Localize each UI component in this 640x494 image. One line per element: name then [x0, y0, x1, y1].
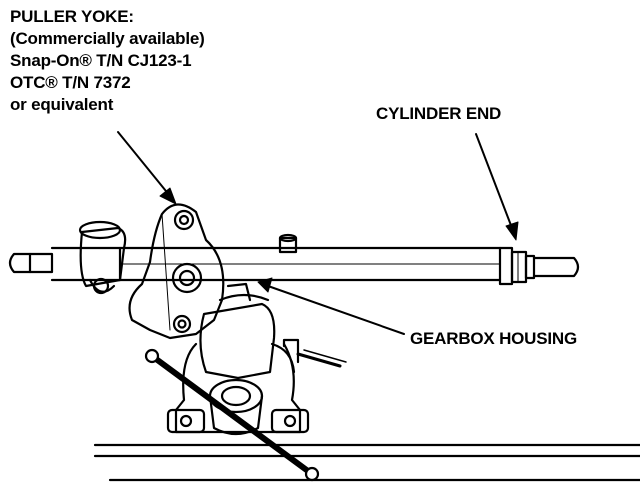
puller-yoke-line3: Snap-On® T/N CJ123-1 — [10, 51, 192, 70]
puller-yoke-line4: OTC® T/N 7372 — [10, 73, 131, 92]
rack-tube — [50, 246, 580, 286]
rack-end-fitting — [78, 220, 127, 295]
puller-yoke-line2: (Commercially available) — [10, 29, 205, 48]
puller-yoke — [128, 203, 225, 340]
tube-fitting — [278, 233, 298, 254]
leader-lines — [117, 131, 519, 335]
puller-yoke-line1: PULLER YOKE: — [10, 7, 134, 26]
gearbox-housing — [199, 282, 276, 380]
bench-surface — [93, 443, 640, 482]
cylinder-end-label: CYLINDER END — [376, 104, 502, 123]
bench-vise — [144, 338, 347, 482]
puller-yoke-line5: or equivalent — [10, 95, 114, 114]
gearbox-housing-label: GEARBOX HOUSING — [410, 329, 578, 348]
left-shaft-end — [8, 252, 54, 274]
puller-yoke-label: PULLER YOKE: (Commercially available) Sn… — [10, 6, 205, 116]
